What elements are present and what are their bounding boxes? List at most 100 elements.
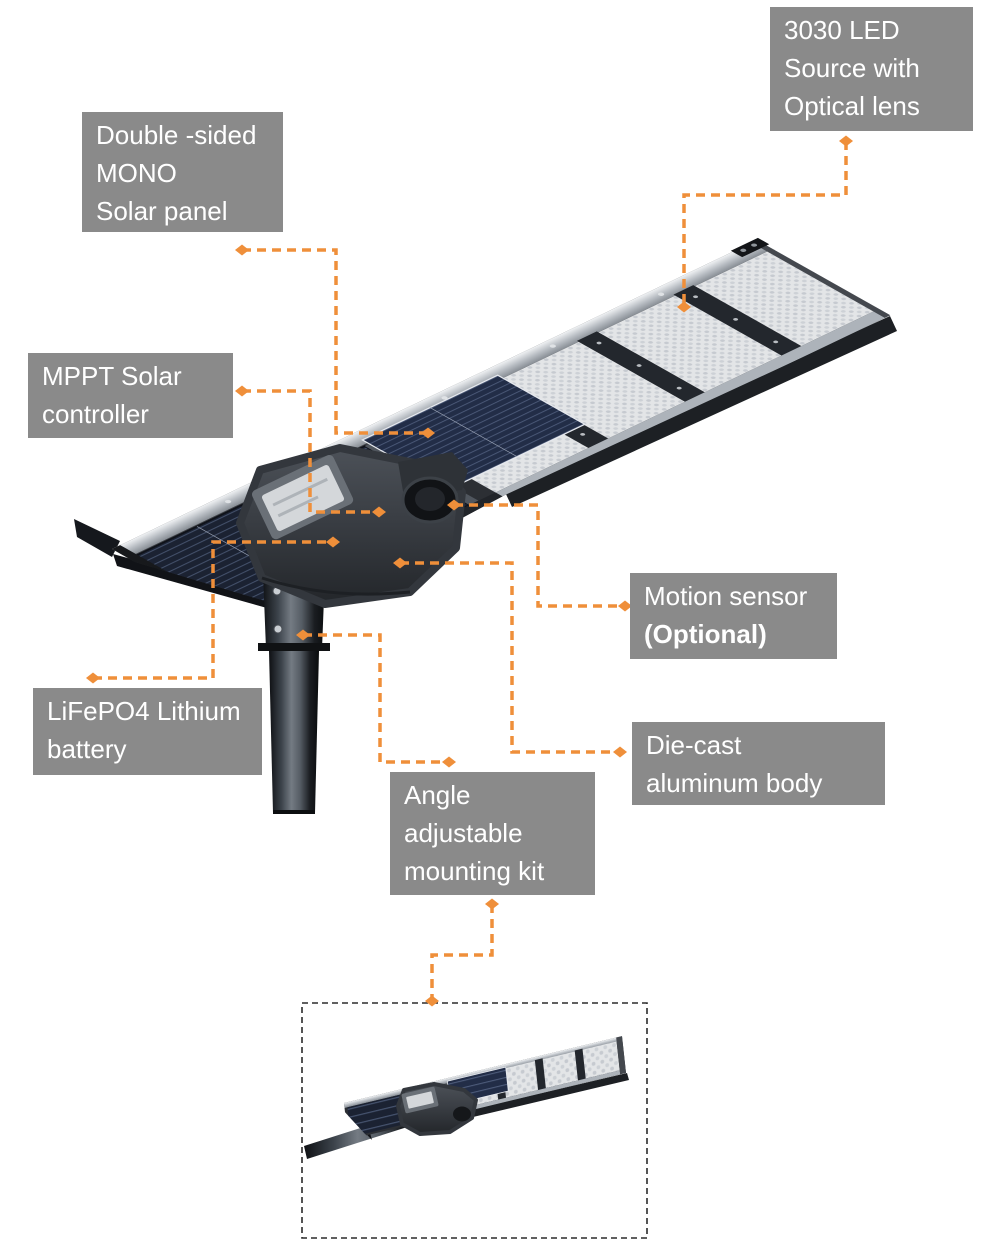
label-solar-panel: Double -sided MONO Solar panel (82, 112, 283, 232)
label-line: MONO (96, 158, 177, 188)
connector-line (93, 540, 333, 680)
solar-grid-line (429, 407, 518, 457)
connector-solar (235, 244, 435, 439)
inset-thumbnail (301, 1002, 648, 1239)
pole-bolt (273, 624, 283, 634)
pole-flange (258, 643, 330, 651)
label-line: Double -sided (96, 120, 257, 150)
connector-diamond (393, 557, 407, 569)
screw (549, 344, 556, 348)
connector-diamond (421, 427, 435, 439)
connector-diamond (235, 385, 249, 397)
connector-diamond (296, 629, 310, 641)
mppt-display (251, 455, 354, 540)
screw (657, 292, 665, 296)
label-line: Source with (784, 53, 920, 83)
label-line: adjustable (404, 818, 523, 848)
inset-rail-bottom (462, 1070, 621, 1113)
label-line: controller (42, 399, 149, 429)
connector-diamond (326, 536, 340, 548)
connector-battery (86, 536, 340, 684)
frame-rail-bottom (495, 308, 891, 499)
label-line: Die-cast (646, 730, 742, 760)
label-line: mounting kit (404, 856, 545, 886)
inset-display-screen (406, 1091, 434, 1109)
display-line (277, 495, 319, 518)
label-line: Solar panel (96, 196, 228, 226)
label-aluminum-body: Die-cast aluminum body (632, 722, 885, 805)
inset-led-separator (574, 1048, 586, 1083)
connector-inset (425, 898, 499, 1007)
inset-display (401, 1086, 439, 1114)
connector-diamond (86, 672, 100, 684)
screw (773, 340, 779, 344)
connector-diamond (613, 746, 627, 758)
connector-line (242, 248, 428, 435)
screw (636, 364, 642, 367)
label-mppt-controller: MPPT Solar controller (28, 353, 233, 438)
housing-shadow-edge (261, 576, 411, 596)
screw (693, 295, 699, 299)
connector-motion (447, 499, 632, 612)
connector-diamond (839, 135, 853, 147)
connector-diamond (442, 756, 456, 768)
connector-diamond (618, 600, 632, 612)
lamp-under-edge-left (113, 554, 299, 617)
solar-wing-tip (74, 519, 120, 557)
connector-line (682, 141, 848, 307)
inset-under-edge (470, 1073, 629, 1117)
label-line: Angle (404, 780, 471, 810)
housing (236, 444, 468, 608)
connector-diamond (425, 995, 439, 1007)
connector-line (303, 633, 449, 764)
label-mounting-kit: Angle adjustable mounting kit (390, 772, 595, 895)
connector-line (400, 561, 620, 754)
street-light-photo (74, 237, 897, 814)
motion-sensor-knob (398, 452, 468, 524)
label-line: (Optional) (644, 619, 767, 649)
screw (676, 386, 682, 390)
label-line: MPPT Solar (42, 361, 182, 391)
label-line: aluminum body (646, 768, 823, 798)
connector-line (430, 904, 494, 1001)
led-separator (673, 285, 804, 357)
connector-diamond (447, 499, 461, 511)
corner-bracket (730, 237, 770, 258)
label-line: Motion sensor (644, 581, 808, 611)
label-line: Optical lens (784, 91, 920, 121)
label-motion-sensor: Motion sensor (Optional) (630, 573, 837, 659)
connector-line (454, 503, 625, 608)
display-line (272, 477, 328, 507)
lamp-bar (112, 237, 891, 609)
label-lithium-battery: LiFePO4 Lithium battery (33, 688, 262, 775)
label-line: LiFePO4 Lithium (47, 696, 241, 726)
led-separator (576, 331, 707, 403)
screw (751, 243, 758, 247)
end-cap-right (751, 240, 891, 318)
inset-sensor-knob (453, 1106, 471, 1122)
connector-diamond (485, 898, 499, 910)
connector-diamond (235, 244, 249, 256)
connector-line (242, 389, 379, 514)
screw (580, 433, 586, 436)
screw (740, 248, 747, 252)
screw (224, 499, 232, 504)
connector-mount (296, 629, 456, 768)
sensor-rim (401, 476, 459, 524)
screw (733, 318, 739, 321)
inset-border (301, 1002, 648, 1239)
pole-lower (269, 651, 319, 813)
connector-led (677, 135, 853, 313)
label-line: battery (47, 734, 127, 764)
inset-end-cap (616, 1036, 626, 1075)
screw (441, 396, 448, 400)
pole-bottom-cap (273, 810, 315, 814)
connector-diamond (677, 301, 691, 313)
connector-diamond (372, 506, 386, 518)
connector-mppt (235, 385, 386, 518)
sensor-lens (415, 487, 445, 511)
inset-led-separator (534, 1058, 547, 1092)
lamp-under-edge (505, 316, 897, 507)
